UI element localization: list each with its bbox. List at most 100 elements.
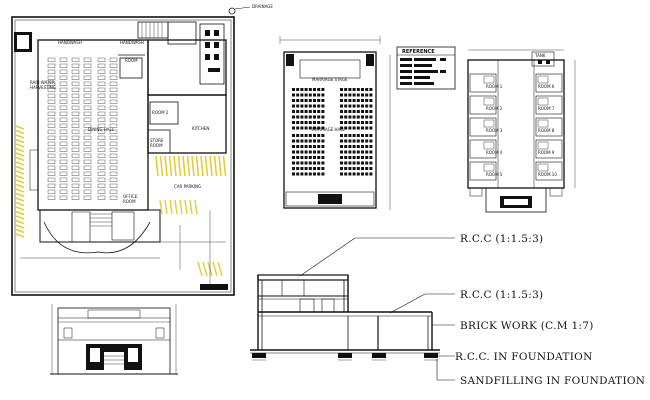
hall-seat [304, 167, 308, 170]
hall-seat [292, 161, 295, 165]
dining-seat [59, 57, 68, 62]
guest-room-right-label: ROOM 6 [538, 84, 555, 89]
parking-stripe [15, 138, 25, 144]
marriage-hall-plan: MARRIAGE STAGE MARRIAGE HALL [279, 36, 391, 210]
hall-seat [356, 104, 360, 108]
hall-seat [352, 110, 356, 113]
parking-stripe [15, 188, 25, 193]
dining-seat [71, 93, 80, 98]
dining-seat [59, 75, 68, 80]
hall-seat [369, 156, 373, 159]
dining-seat [109, 87, 118, 92]
dining-seat [83, 123, 92, 128]
parking-stripe [15, 215, 25, 220]
tank-label: TANK [534, 53, 546, 58]
hall-seat [344, 139, 348, 143]
dining-seat [47, 165, 56, 170]
front-elevation [50, 304, 178, 375]
dining-seat [109, 75, 118, 80]
dining-seat [109, 189, 118, 194]
hall-seat [308, 167, 312, 170]
dining-seat [97, 69, 106, 74]
left-parking-bays [15, 125, 39, 238]
hall-seat [356, 150, 360, 154]
hall-seat [356, 156, 360, 159]
parking-stripe [15, 233, 25, 238]
parking-stripe [15, 197, 25, 202]
rcc-mid-annotation: R.C.C (1:1.5:3) [460, 289, 543, 301]
hall-seat [292, 104, 295, 108]
hall-seat [292, 121, 295, 124]
dining-seat [83, 93, 92, 98]
dining-seat [83, 57, 92, 62]
dining-seat [47, 87, 56, 92]
dining-seat [71, 129, 80, 134]
dining-seat [71, 57, 80, 62]
hall-seat [321, 139, 325, 143]
hall-seat [317, 121, 321, 124]
dining-seat [59, 195, 68, 200]
hall-seat [300, 126, 304, 130]
handwash-label-1: HANDWASH [58, 40, 82, 45]
hall-seat [304, 172, 308, 176]
dining-seat [59, 153, 68, 158]
dining-seat [47, 81, 56, 86]
hall-seat [292, 134, 295, 137]
dining-seat [83, 153, 92, 158]
dining-seat [71, 75, 80, 80]
hall-seat [344, 104, 348, 108]
rooms-entrance [485, 187, 547, 213]
dining-seat [71, 105, 80, 110]
store-room-label-1: STORE [150, 138, 164, 143]
hall-seat [365, 156, 369, 159]
parking-stripe [204, 155, 209, 177]
hall-seat [348, 145, 352, 148]
hall-seat [356, 134, 360, 137]
drainage-label: DRAINAGE [252, 4, 273, 9]
parking-stripe [15, 134, 25, 139]
hall-seat [321, 121, 325, 124]
hall-seat [356, 145, 360, 148]
dining-seat [83, 105, 92, 110]
parking-stripe [15, 219, 25, 225]
hall-seat [361, 88, 364, 91]
hall-seat [352, 104, 356, 108]
hall-seat [348, 99, 352, 102]
parking-stripe [164, 199, 168, 215]
hall-seat [344, 99, 348, 102]
hall-seat [300, 156, 304, 159]
dining-seat [71, 147, 80, 152]
dining-seat [109, 153, 118, 158]
room-2-label: ROOM 2 [152, 110, 169, 115]
dining-seat [97, 75, 106, 80]
dining-seat [83, 81, 92, 86]
hall-seat [300, 88, 304, 91]
hall-seat [369, 121, 373, 124]
hall-seat [317, 104, 321, 108]
hall-seat [352, 161, 356, 165]
dining-seat [59, 123, 68, 128]
hall-seat [365, 93, 369, 97]
hall-seat [317, 93, 321, 97]
hall-seat [308, 134, 312, 137]
hall-seat [304, 121, 308, 124]
parking-stripe [168, 155, 173, 177]
dining-seat [97, 105, 106, 110]
rwh-label-line1: RAIN WATER [30, 80, 55, 85]
dining-seat [71, 111, 80, 116]
dining-seat [59, 129, 68, 134]
dining-seat [47, 183, 56, 188]
dining-seating-grid [47, 57, 118, 200]
guest-room-right-label: ROOM 10 [538, 172, 557, 177]
hall-seat [296, 104, 300, 108]
hall-seat [348, 126, 352, 130]
hall-seat [344, 93, 348, 97]
hall-seat [356, 88, 360, 91]
hall-seat [352, 145, 356, 148]
dining-seat [97, 129, 106, 134]
hall-seat [348, 167, 352, 170]
hall-seat [313, 99, 316, 102]
hall-seat [308, 139, 312, 143]
